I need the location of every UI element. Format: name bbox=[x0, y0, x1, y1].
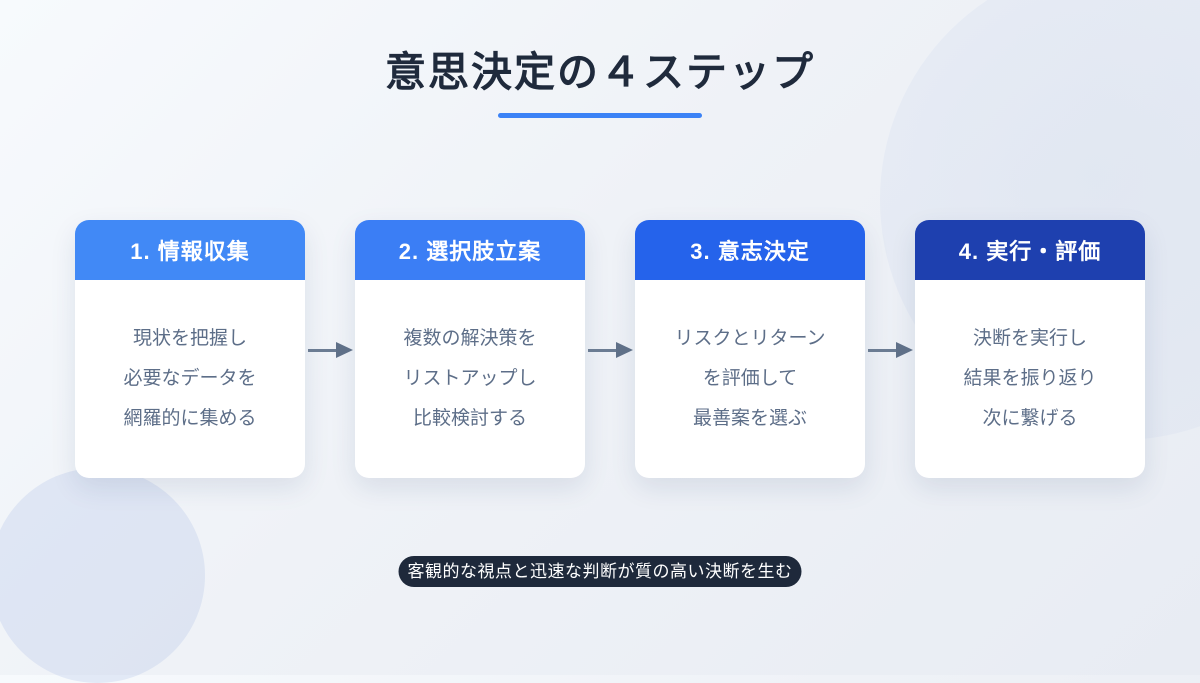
arrow-line bbox=[307, 348, 336, 352]
step-1-body: 現状を把握し 必要なデータを 網羅的に集める bbox=[75, 280, 305, 478]
step-3-line-3: 最善案を選ぶ bbox=[692, 408, 807, 429]
step-4-body: 決断を実行し 結果を振り返り 次に繋げる bbox=[915, 280, 1145, 478]
step-3-body: リスクとリターン を評価して 最善案を選ぶ bbox=[635, 280, 865, 478]
step-4-header-label: 4. 実行・評価 bbox=[958, 239, 1102, 264]
step-4-line-1: 決断を実行し bbox=[972, 328, 1087, 349]
step-1-line-2: 必要なデータを bbox=[123, 368, 257, 389]
arrow-head bbox=[895, 342, 913, 358]
page-title: 意思決定の４ステップ bbox=[385, 49, 815, 95]
step-2-line-2: リストアップし bbox=[403, 368, 537, 389]
arrow-head bbox=[335, 342, 353, 358]
step-4-header: 4. 実行・評価 bbox=[915, 220, 1145, 280]
step-4-line-3: 次に繋げる bbox=[982, 408, 1078, 429]
step-3-header-label: 3. 意志決定 bbox=[690, 239, 810, 264]
arrow-right-icon bbox=[585, 342, 635, 358]
footer-caption: 客観的な視点と迅速な判断が質の高い決断を生む bbox=[398, 556, 802, 587]
step-1-header: 1. 情報収集 bbox=[75, 220, 305, 280]
header-area: 意思決定の４ステップ bbox=[0, 48, 1200, 119]
arrow-right-icon bbox=[865, 342, 915, 358]
step-card-1: 1. 情報収集 現状を把握し 必要なデータを 網羅的に集める bbox=[75, 220, 305, 478]
arrow-head bbox=[615, 342, 633, 358]
arrow-right-icon bbox=[305, 342, 355, 358]
arrow-line bbox=[587, 348, 616, 352]
step-1-line-3: 網羅的に集める bbox=[123, 408, 257, 429]
step-2-line-1: 複数の解決策を bbox=[403, 328, 537, 349]
step-2-header: 2. 選択肢立案 bbox=[355, 220, 585, 280]
step-3-header: 3. 意志決定 bbox=[635, 220, 865, 280]
step-2-body: 複数の解決策を リストアップし 比較検討する bbox=[355, 280, 585, 478]
arrow-line bbox=[867, 348, 896, 352]
steps-row: 1. 情報収集 現状を把握し 必要なデータを 網羅的に集める 2. 選択肢立案 … bbox=[75, 220, 1145, 478]
step-1-header-label: 1. 情報収集 bbox=[130, 239, 250, 264]
step-card-4: 4. 実行・評価 決断を実行し 結果を振り返り 次に繋げる bbox=[915, 220, 1145, 478]
decorative-circle-bottom-left bbox=[0, 468, 205, 683]
step-card-3: 3. 意志決定 リスクとリターン を評価して 最善案を選ぶ bbox=[635, 220, 865, 478]
step-4-line-2: 結果を振り返り bbox=[963, 368, 1097, 389]
step-2-line-3: 比較検討する bbox=[412, 408, 527, 429]
step-2-header-label: 2. 選択肢立案 bbox=[398, 239, 542, 264]
step-1-line-1: 現状を把握し bbox=[132, 328, 247, 349]
title-underline bbox=[498, 113, 702, 119]
step-card-2: 2. 選択肢立案 複数の解決策を リストアップし 比較検討する bbox=[355, 220, 585, 478]
step-3-line-1: リスクとリターン bbox=[674, 328, 826, 349]
step-3-line-2: を評価して bbox=[702, 368, 798, 389]
